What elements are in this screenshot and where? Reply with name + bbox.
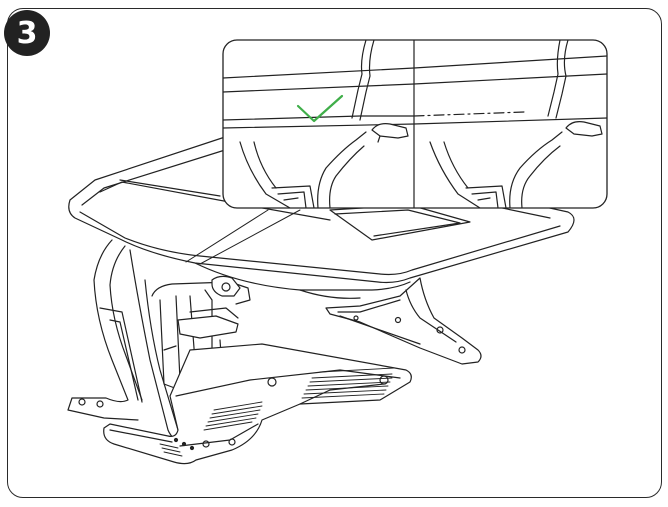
inset-incorrect-pane [414,40,607,208]
inset-correct-pane [223,40,414,208]
detail-inset [223,40,607,208]
step-number-badge: 3 [4,10,50,56]
charging-column [152,276,250,390]
callout-pointer [186,210,300,264]
illustration-frame [7,8,662,498]
right-support-leg [326,278,481,364]
station-roof [69,137,574,298]
check-icon [298,96,342,121]
base-plate [104,344,412,464]
base-ribs [160,368,394,456]
